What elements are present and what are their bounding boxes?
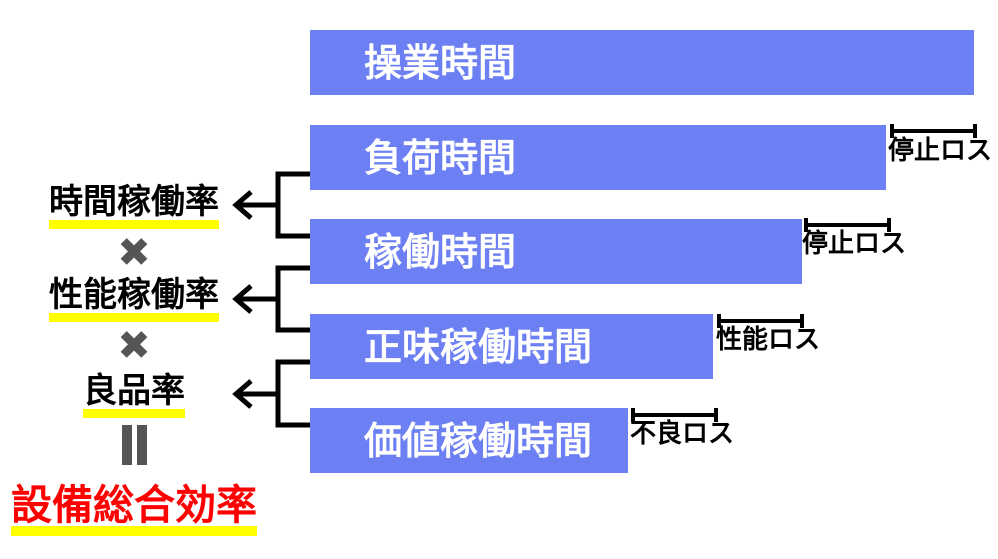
bar-value-running-time-label: 価値稼働時間 (364, 418, 593, 463)
bracket-line (717, 319, 804, 323)
stop-loss-bracket-2 (804, 218, 891, 232)
performance-loss-bracket (717, 314, 804, 328)
bar-operating-time: 操業時間 (310, 30, 974, 95)
bracket-line (890, 129, 977, 133)
stop-loss-label-2: 停止ロス (802, 229, 907, 259)
bar-net-running-time: 正味稼働時間 (310, 314, 713, 379)
quality-rate-text: 良品率 (83, 374, 185, 418)
equals-icon (0, 425, 268, 465)
bar-running-time-label: 稼働時間 (364, 229, 517, 274)
bar-load-time: 負荷時間 (310, 125, 886, 190)
performance-rate-label: 性能稼働率 (0, 278, 268, 322)
connector-performance-rate (232, 265, 310, 333)
bracket-line (804, 223, 891, 227)
equals-bar (136, 425, 147, 465)
bar-net-running-time-label: 正味稼働時間 (364, 324, 593, 369)
quality-rate-label: 良品率 (0, 374, 268, 418)
multiply-icon: ✖ (117, 230, 151, 276)
performance-loss-label: 性能ロス (716, 325, 821, 355)
time-rate-label: 時間稼働率 (0, 185, 268, 229)
defect-loss-label: 不良ロス (630, 419, 735, 449)
bracket-line (631, 413, 718, 417)
defect-loss-bracket (631, 408, 718, 422)
bar-load-time-label: 負荷時間 (364, 135, 517, 180)
oee-result-label: 設備総合効率 (0, 485, 268, 536)
stop-loss-label-1: 停止ロス (888, 136, 993, 166)
bar-operating-time-label: 操業時間 (364, 40, 517, 85)
connector-quality-rate (232, 359, 310, 428)
oee-result-text: 設備総合効率 (11, 485, 257, 536)
equals-bar (121, 425, 132, 465)
multiply-icon: ✖ (117, 323, 151, 369)
time-rate-text: 時間稼働率 (49, 185, 219, 229)
stop-loss-bracket-1 (890, 124, 977, 138)
connector-time-rate (232, 171, 310, 239)
bar-value-running-time: 価値稼働時間 (310, 408, 628, 473)
performance-rate-text: 性能稼働率 (49, 278, 219, 322)
bar-running-time: 稼働時間 (310, 219, 802, 284)
